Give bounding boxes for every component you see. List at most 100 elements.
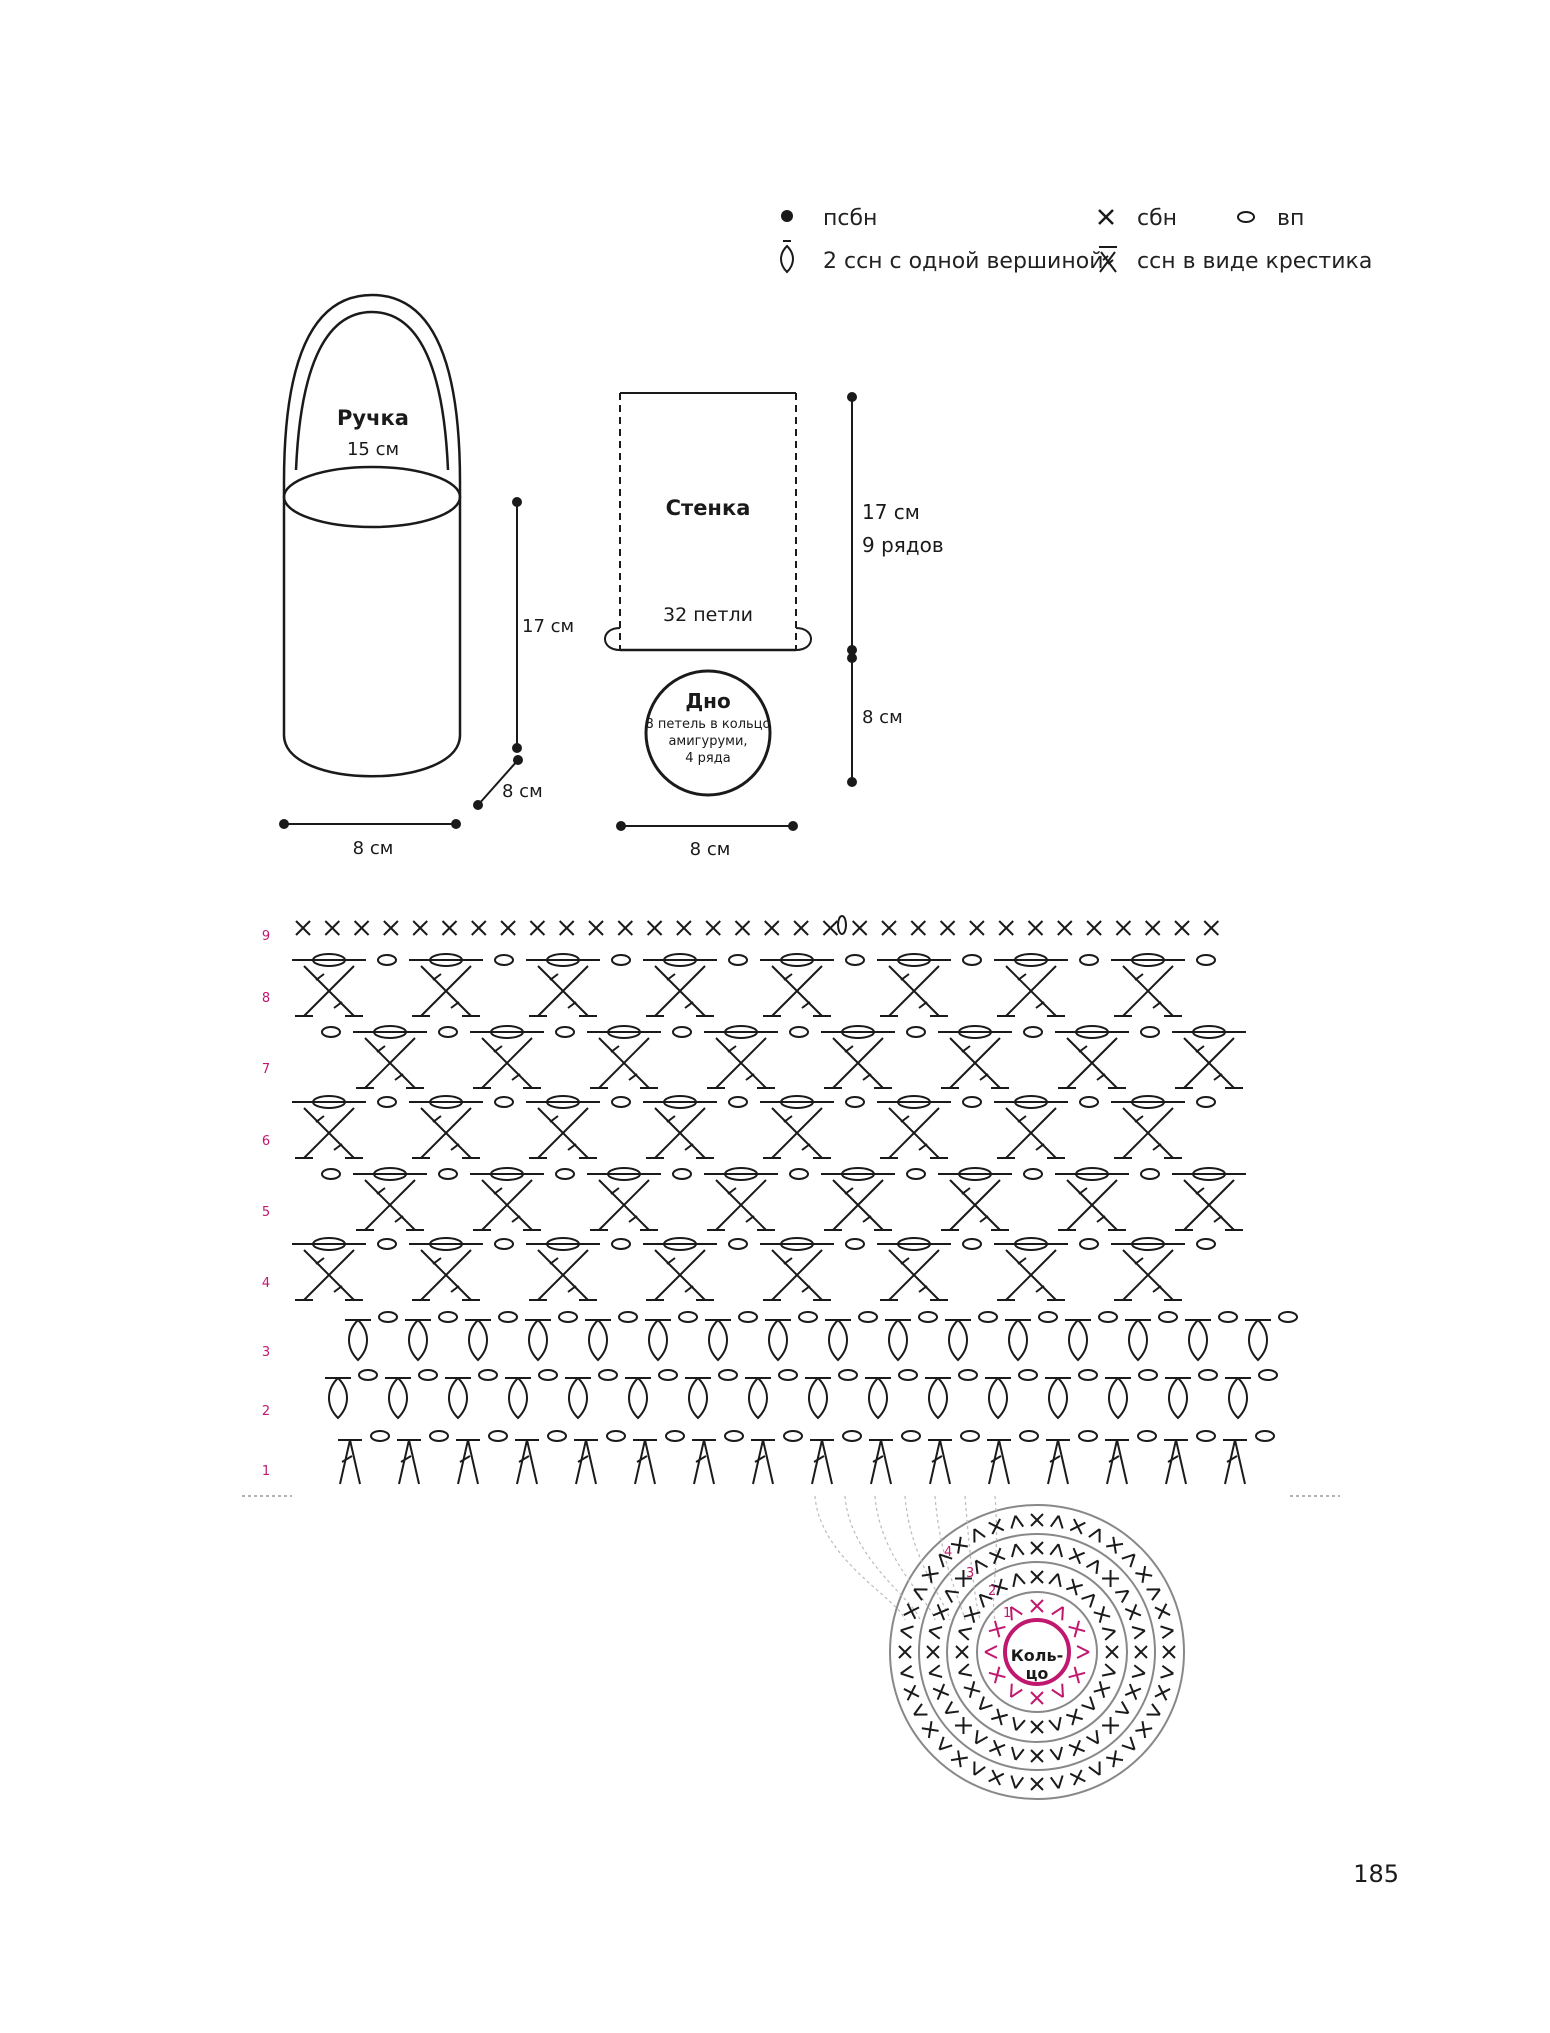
chain-stitch	[1018, 1369, 1038, 1381]
connector-line	[964, 1495, 981, 1621]
round-stitch	[1049, 1775, 1064, 1789]
crossed-dc-stitch	[470, 1167, 544, 1231]
round-stitch	[932, 1603, 950, 1621]
round-stitch	[963, 1606, 981, 1623]
dc-cluster-stitch	[345, 1319, 371, 1362]
round-stitch	[1030, 1513, 1044, 1527]
dc-cluster-stitch	[445, 1377, 471, 1420]
crossed-dc-stitch	[821, 1167, 895, 1231]
crossed-dc-stitch	[292, 1095, 366, 1159]
sc-stitch	[910, 920, 927, 936]
dc-cluster-stitch	[765, 1319, 791, 1362]
dc-cluster-stitch	[385, 1377, 411, 1420]
round-stitch	[1010, 1515, 1025, 1529]
row-number-7: 7	[262, 1062, 270, 1077]
bottom-desc-3: 4 ряда	[685, 751, 730, 766]
round-stitch	[988, 1666, 1006, 1684]
dc-cluster-stitch	[925, 1377, 951, 1420]
handle-inner	[294, 310, 450, 471]
round-stitch	[1124, 1683, 1142, 1701]
dc-cluster-stitch	[985, 1377, 1011, 1420]
chain-stitch	[358, 1369, 378, 1381]
row-number-1: 1	[262, 1464, 270, 1479]
round-stitch	[900, 1664, 914, 1679]
round-stitch	[1124, 1603, 1142, 1621]
round-stitch	[944, 1700, 959, 1715]
round-stitch	[1162, 1645, 1176, 1659]
chain-stitch	[1255, 1430, 1275, 1442]
chain-stitch	[377, 954, 397, 966]
chain-stitch	[611, 1096, 631, 1108]
legend-label-psbn: псбн	[823, 206, 877, 231]
sc-stitch	[1057, 920, 1073, 936]
bottom-title: Дно	[685, 689, 730, 713]
round-stitch	[900, 1625, 914, 1640]
dc-cluster-stitch	[1065, 1319, 1091, 1362]
wall-rows-label: 9 рядов	[862, 533, 944, 557]
round-stitch	[974, 1559, 989, 1574]
round-stitch	[921, 1721, 939, 1739]
round-stitch	[1131, 1626, 1146, 1640]
dc-stitch	[574, 1439, 598, 1485]
chain-stitch	[728, 954, 748, 966]
round-stitch	[1012, 1716, 1026, 1731]
crossed-dc-stitch	[877, 1095, 951, 1159]
crossed-dc-stitch	[1172, 1167, 1246, 1231]
round-stitch	[1030, 1691, 1044, 1705]
crossed-dc-stitch	[526, 1237, 600, 1301]
chain-stitch	[962, 1096, 982, 1108]
row-number-6: 6	[262, 1134, 270, 1149]
round-stitch	[903, 1684, 920, 1701]
crossed-dc-stitch	[643, 1095, 717, 1159]
chain-stitch	[598, 1369, 618, 1381]
round-stitch	[1134, 1645, 1148, 1659]
chain-stitch	[837, 915, 847, 935]
dc-stitch	[692, 1439, 716, 1485]
sc-stitch	[588, 920, 604, 936]
round-stitch	[1088, 1528, 1101, 1543]
dc-cluster-stitch	[805, 1377, 831, 1420]
chain-stitch	[783, 1430, 803, 1442]
legend-label-cross-dc: ссн в виде крестика	[1137, 249, 1372, 274]
round-stitch	[1146, 1703, 1161, 1716]
round-stitch	[991, 1708, 1008, 1726]
round-stitch	[1154, 1684, 1171, 1701]
round-stitch	[1069, 1769, 1086, 1786]
wall-height-label: 17 см	[862, 500, 920, 524]
round-stitch	[1068, 1547, 1086, 1565]
chain-stitch	[665, 1430, 685, 1442]
handle-size: 15 см	[347, 439, 399, 460]
crossed-dc-stitch	[1055, 1025, 1129, 1089]
chain-stitch	[958, 1369, 978, 1381]
chain-stitch	[906, 1026, 926, 1038]
handle-title: Ручка	[337, 406, 409, 430]
chain-stitch	[845, 954, 865, 966]
chain-stitch	[498, 1311, 518, 1323]
bag-dimension-lines	[279, 497, 523, 829]
round-number-3: 3	[966, 1566, 974, 1581]
round-stitch	[1085, 1730, 1100, 1745]
round-stitch	[988, 1518, 1005, 1535]
chain-stitch	[494, 1096, 514, 1108]
round-ring-3	[946, 1561, 1128, 1743]
round-stitch	[1049, 1746, 1063, 1761]
chain-stitch	[672, 1168, 692, 1180]
crossed-dc-stitch	[877, 953, 951, 1017]
chain-stitch	[438, 1311, 458, 1323]
round-stitch	[954, 1717, 972, 1735]
row-number-3: 3	[262, 1345, 270, 1360]
round-stitch	[973, 1528, 986, 1543]
round-stitch	[938, 1553, 953, 1568]
round-stitch	[1049, 1515, 1064, 1529]
chain-stitch	[838, 1369, 858, 1381]
page-number: 185	[1353, 1860, 1399, 1888]
dc-cluster-stitch	[705, 1319, 731, 1362]
crossed-dc-stitch	[877, 1237, 951, 1301]
crossed-dc-stitch	[292, 953, 366, 1017]
chain-stitch	[962, 1238, 982, 1250]
round-stitch	[1068, 1666, 1086, 1684]
crossed-dc-stitch	[643, 953, 717, 1017]
dc-stitch	[928, 1439, 952, 1485]
round-stitch	[974, 1730, 989, 1745]
